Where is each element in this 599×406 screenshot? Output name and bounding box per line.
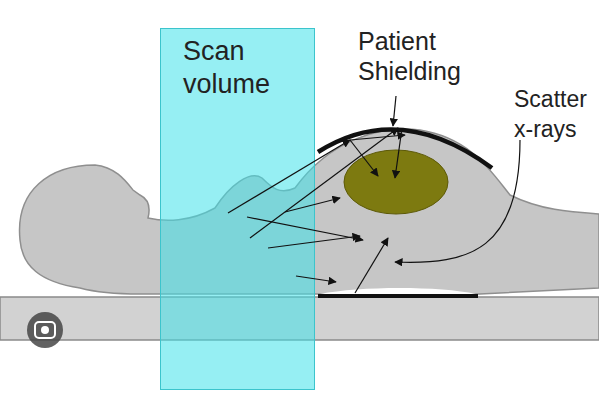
- fetus-region: [344, 150, 448, 214]
- scatter-ray: [355, 238, 388, 293]
- lower-shield: [318, 294, 478, 298]
- scatter-rays: [228, 128, 405, 293]
- lens-frame: [35, 322, 55, 338]
- lens-badge: [27, 312, 63, 348]
- scatter-ray: [395, 128, 402, 178]
- scatter-ray: [285, 198, 340, 212]
- patient-shield: [318, 129, 492, 168]
- lens-icon: [27, 312, 63, 348]
- leader-line: [395, 140, 520, 262]
- scatter-ray: [268, 236, 360, 248]
- scatter-ray: [250, 128, 398, 238]
- callout-label: Scatter x-rays: [514, 84, 599, 144]
- scatter-ray: [296, 276, 336, 282]
- scatter-ray: [247, 217, 363, 240]
- leader-line: [393, 96, 396, 126]
- scatter-ray: [350, 135, 405, 140]
- band-label: Scan volume: [183, 35, 303, 101]
- lens-dot: [41, 326, 49, 334]
- table-shield-gap: [320, 288, 476, 294]
- scatter-ray: [350, 140, 378, 176]
- scan-volume-band: Scan volume: [160, 28, 315, 390]
- scatter-ray: [228, 140, 350, 213]
- callout-label: Patient Shielding: [358, 26, 508, 86]
